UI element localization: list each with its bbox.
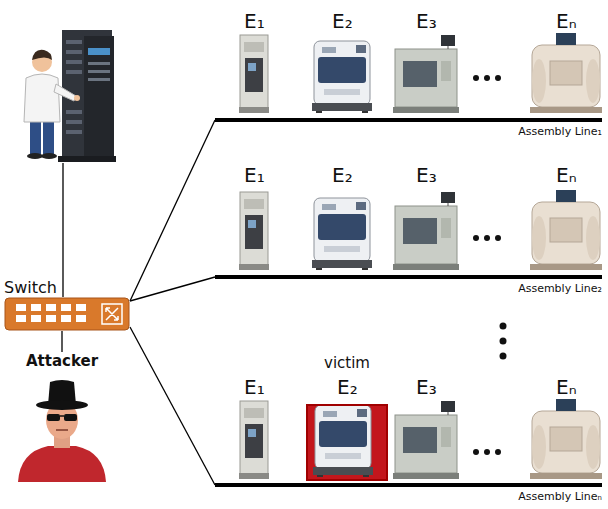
machine-e3 (393, 192, 459, 270)
assembly-line: Assembly Lineₙ (215, 483, 602, 503)
machine-e2 (313, 405, 373, 477)
network-link (130, 120, 215, 301)
machine-e3 (393, 401, 459, 479)
attacker-node: Attacker (22, 352, 102, 370)
switch-port (76, 315, 86, 322)
machine-e1 (239, 192, 269, 270)
switch-port (16, 315, 26, 322)
equipment-label: Eₙ (556, 10, 577, 32)
switch-port (61, 315, 71, 322)
equipment-label: E₂ (332, 10, 353, 32)
assembly-line-bar (215, 275, 602, 279)
assembly-line-bar (215, 483, 602, 487)
assembly-line: Assembly Line₁ (215, 118, 602, 138)
machine-en (530, 33, 602, 113)
switch-port (61, 304, 71, 311)
equipment-label: Eₙ (556, 376, 577, 398)
machine-e1 (239, 35, 269, 113)
assembly-line: Assembly Line₂ (215, 275, 602, 295)
ellipsis-dots (473, 75, 507, 455)
machine-e3 (393, 35, 459, 113)
switch-body (5, 298, 129, 330)
network-link (61, 331, 62, 352)
victim-label: victim (278, 354, 416, 372)
equipment-label: E₁ (244, 10, 265, 32)
switch-emblem (102, 304, 122, 324)
equipment-label: E₃ (416, 10, 437, 32)
victim-node: victim (306, 404, 388, 481)
switch-node: Switch (4, 279, 132, 331)
attacker-label: Attacker (22, 352, 102, 370)
equipment-label: E₂ (337, 376, 358, 398)
server-wire (62, 163, 63, 297)
network-link (130, 277, 215, 301)
switch-port (46, 315, 56, 322)
assembly-line-bar (215, 118, 602, 122)
victim-highlight (306, 404, 388, 481)
switch-icon-box (4, 297, 130, 331)
switch-port (31, 315, 41, 322)
switch-icon (4, 297, 130, 331)
switch-arrows (106, 308, 118, 320)
machine-en (530, 399, 602, 479)
attacker-icon (18, 380, 106, 482)
equipment-label: Eₙ (556, 164, 577, 186)
machine-en (530, 190, 602, 270)
switch-label: Switch (4, 279, 132, 297)
switch-port (16, 304, 26, 311)
switch-port (46, 304, 56, 311)
equipment-label: E₃ (416, 164, 437, 186)
switch-port (31, 304, 41, 311)
network-link (130, 327, 215, 485)
line-label: Assembly Lineₙ (215, 491, 602, 503)
line-label: Assembly Line₂ (215, 283, 602, 295)
server-admin-icon (24, 30, 116, 162)
line-label: Assembly Line₁ (215, 126, 602, 138)
equipment-label: E₃ (416, 376, 437, 398)
equipment-label: E₁ (244, 376, 265, 398)
switch-port (76, 304, 86, 311)
machine-e2 (312, 41, 372, 113)
machine-e2 (312, 198, 372, 270)
machine-e1 (239, 401, 269, 479)
equipment-label: E₁ (244, 164, 265, 186)
equipment-label: E₂ (332, 164, 353, 186)
